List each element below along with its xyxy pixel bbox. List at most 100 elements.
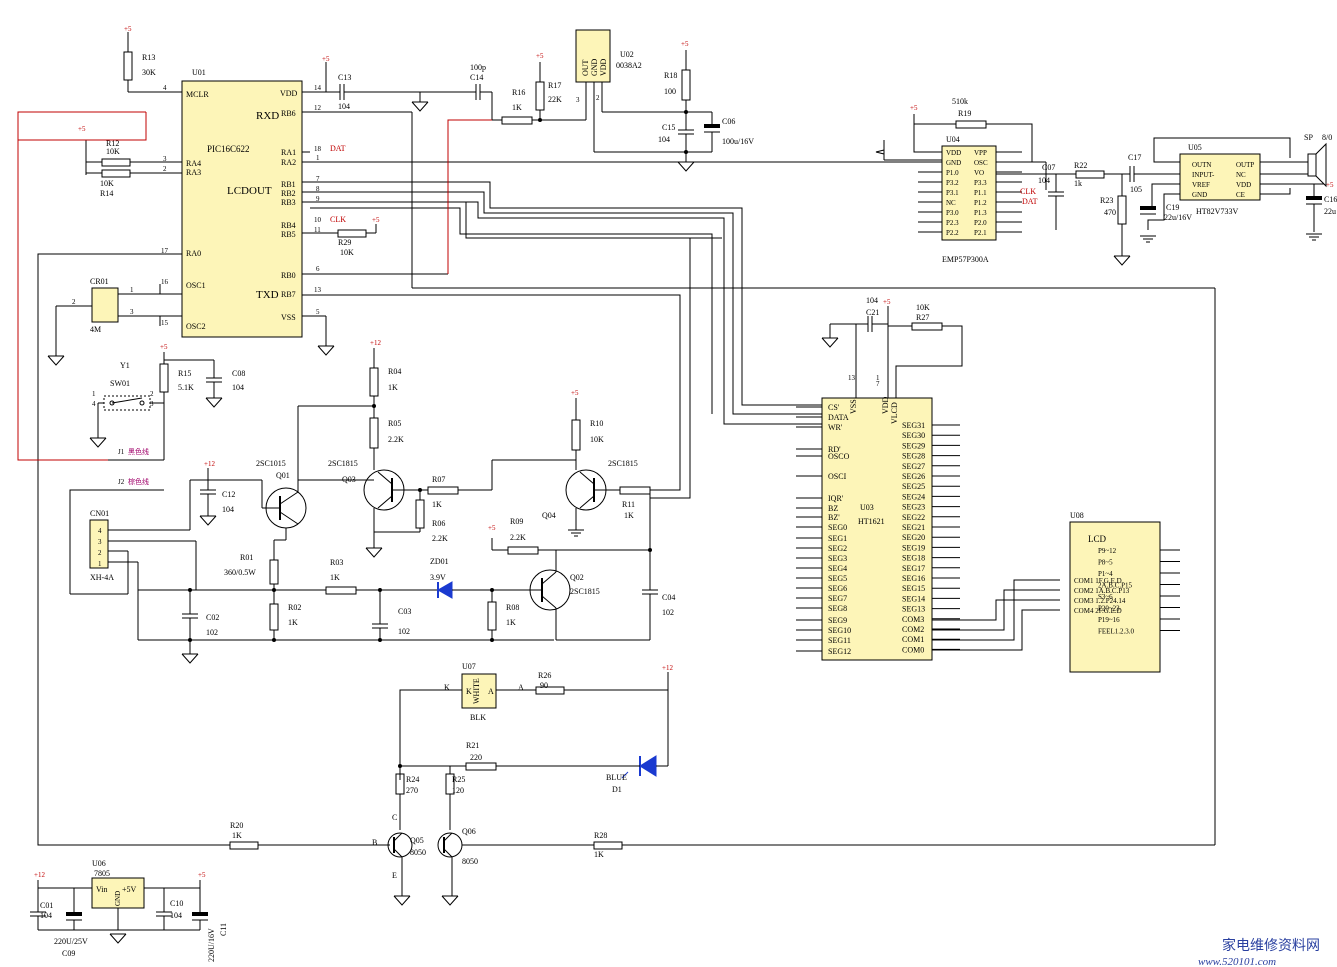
- r04-value: 1K: [388, 383, 398, 392]
- watermark: 家电维修资料网 www.520101.com: [1198, 937, 1320, 967]
- u04-left-pin-5: NC: [946, 199, 956, 207]
- zd01-value: 3.9V: [430, 573, 446, 582]
- u04-left-pin-1: GND: [946, 159, 961, 167]
- u04-left-pin-4: P3.1: [946, 189, 959, 197]
- r25-label: R25: [452, 775, 465, 784]
- r23-value: 470: [1104, 208, 1116, 217]
- q03-type: 2SC1815: [328, 459, 358, 468]
- watermark-cn: 家电维修资料网: [1222, 937, 1320, 954]
- r28-value: 1K: [594, 850, 604, 859]
- svg-text:A: A: [518, 683, 524, 692]
- q06-type: 8050: [462, 857, 478, 866]
- r14-label: R14: [100, 189, 113, 198]
- watermark-url: www.520101.com: [1198, 956, 1276, 967]
- svg-text:13: 13: [314, 286, 322, 294]
- r03-label: R03: [330, 558, 343, 567]
- u01-pin-osc1: OSC1: [186, 281, 206, 290]
- c09-value: 220U/25V: [54, 937, 88, 946]
- u02-pin-vdd: VDD: [599, 58, 608, 76]
- u06-vout: +5V: [122, 885, 137, 894]
- pwr-c12: +12: [204, 460, 215, 468]
- u08-left-pin-1: COM2 1A.B.C.P13: [1074, 587, 1130, 595]
- svg-text:5: 5: [316, 308, 320, 316]
- q05-e: E: [392, 871, 397, 880]
- u04-part: EMP57P300A: [942, 255, 989, 264]
- c10-value: 104: [170, 911, 182, 920]
- u05-left-pin-1: INPUT-: [1192, 171, 1215, 179]
- svg-text:2: 2: [596, 94, 600, 102]
- u01-pin-rb3: RB3: [281, 198, 296, 207]
- u07-k: K: [466, 687, 472, 696]
- u08-left-pin-0: COM1 1F.G.E.D: [1074, 577, 1122, 585]
- u01-pin-rb6: RB6: [281, 109, 296, 118]
- u03-left-pin-14: SEG5: [828, 574, 847, 583]
- u03-right-pin-16: SEG15: [902, 584, 925, 593]
- r08-value: 1K: [506, 618, 516, 627]
- sw01-section: +5 R15 5.1K C08 104 Y1 SW01 14 23: [89, 343, 245, 460]
- r24-label: R24: [406, 775, 419, 784]
- r03-value: 1K: [330, 573, 340, 582]
- net-dat-u04: DAT: [1022, 197, 1038, 206]
- svg-text:3: 3: [150, 400, 154, 408]
- j1-label: J1: [118, 448, 125, 456]
- svg-text:12: 12: [314, 104, 322, 112]
- c10-label: C10: [170, 899, 183, 908]
- r20-label: R20: [230, 821, 243, 830]
- c19-label: C19: [1166, 203, 1179, 212]
- u01-pin-vdd: VDD: [280, 89, 298, 98]
- c14-label: C14: [470, 73, 483, 82]
- u03-left-pin-13: SEG4: [828, 564, 847, 573]
- r16-label: R16: [512, 88, 525, 97]
- u07-ref: U07: [462, 662, 476, 671]
- u04-left-pin-2: P1.0: [946, 169, 959, 177]
- u08-left-pin-3: COM4 2F.G.E.D: [1074, 607, 1122, 615]
- c03-value: 102: [398, 627, 410, 636]
- u03-pin-vlcd: VLCD: [890, 402, 899, 424]
- r01-label: R01: [240, 553, 253, 562]
- u04-ref: U04: [946, 135, 960, 144]
- r01-value: 360/0.5W: [224, 568, 256, 577]
- u04-section: U04 EMP57P300A VDDGNDP1.0P3.2P3.1NCP3.0P…: [875, 97, 1180, 266]
- c19-value: 22u/16V: [1164, 213, 1192, 222]
- u03-right-pin-13: SEG18: [902, 554, 925, 563]
- r19-value: 510k: [952, 97, 968, 106]
- u08-right-pin-7: FEEL1.2.3.0: [1098, 628, 1134, 636]
- r10-value: 10K: [590, 435, 604, 444]
- u06-section: Vin +5V GND U06 7805 +12 C01 104 220U/25…: [30, 859, 228, 962]
- u01-pin-vss: VSS: [281, 313, 296, 322]
- net-clk-u01: CLK: [330, 215, 346, 224]
- pwr-r12: +5: [78, 125, 86, 133]
- u04-right-pin-0: VPP: [974, 149, 987, 157]
- u03-ref: U03: [860, 503, 874, 512]
- c11-label: C11: [219, 923, 228, 936]
- u01-wiring: +5 R13 30K +5 R12 10K 10K R14 +5 C13 104…: [17, 25, 1216, 846]
- c15-label: C15: [662, 123, 675, 132]
- u01-pin-ra3: RA3: [186, 168, 201, 177]
- svg-text:1: 1: [98, 560, 102, 568]
- u05-right-pin-2: VDD: [1236, 181, 1251, 189]
- cr01-resonator: CR01 4M 213: [47, 277, 182, 366]
- u03-left-pin-9: SEG0: [828, 523, 847, 532]
- svg-text:1: 1: [92, 390, 96, 398]
- u03-right-pin-3: SEG28: [902, 452, 925, 461]
- r25-value: 120: [452, 786, 464, 795]
- driver-section: R24 270 C R25 120 R20 1K B E Q05 8050 Q0…: [229, 764, 1215, 906]
- u03-right-pin-labels: SEG31SEG30SEG29SEG28SEG27SEG26SEG25SEG24…: [902, 421, 960, 654]
- sp-label: SP: [1304, 133, 1313, 142]
- r11-value: 1K: [624, 511, 634, 520]
- svg-text:3: 3: [163, 155, 167, 163]
- r20-value: 1K: [232, 831, 242, 840]
- u03-left-pin-6: IQR': [828, 494, 844, 503]
- svg-text:1: 1: [130, 286, 134, 294]
- j2-label: J2: [118, 478, 125, 486]
- u03-left-pin-5: OSCI: [828, 472, 847, 481]
- pwr-r04: +12: [370, 339, 381, 347]
- r11-label: R11: [622, 500, 635, 509]
- r13-label: R13: [142, 53, 155, 62]
- u04-right-pin-4: P1.1: [974, 189, 987, 197]
- u05-right-pin-1: NC: [1236, 171, 1246, 179]
- u03-right-pin-21: COM1: [902, 635, 924, 644]
